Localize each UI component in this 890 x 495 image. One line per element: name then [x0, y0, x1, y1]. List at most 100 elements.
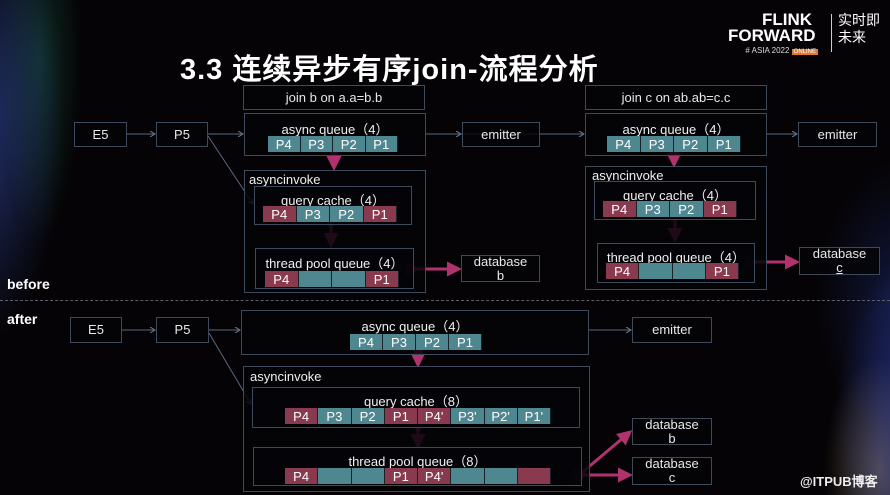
- emitter-label: emitter: [481, 126, 521, 142]
- join-c-header: join c on ab.ab=c.c: [585, 85, 767, 110]
- queue-cell: P4: [268, 136, 301, 152]
- queue-cell: P1: [365, 271, 399, 287]
- queue-cell: P2: [333, 136, 366, 152]
- database-label: database: [645, 416, 699, 432]
- database-name: c: [668, 470, 676, 485]
- database-name: b: [496, 267, 505, 283]
- queue-cell: P3': [451, 408, 485, 424]
- slide-title: 3.3 连续异步有序join-流程分析: [180, 54, 599, 86]
- queue-cell: P2: [351, 408, 385, 424]
- thread-pool-cells: P4 P1: [265, 271, 399, 287]
- database-label: database: [473, 253, 528, 269]
- queue-cell: P1: [707, 136, 741, 152]
- queue-cell: P3: [640, 136, 674, 152]
- queue-cell: [517, 468, 551, 484]
- join-b-header-text: join b on a.a=b.b: [285, 89, 383, 105]
- queue-cell: P4: [265, 271, 299, 287]
- queue-cell: P3: [296, 206, 330, 222]
- before-p5-box: P5: [156, 122, 208, 147]
- queue-cell: [332, 271, 366, 287]
- queue-cell: P1: [384, 468, 418, 484]
- join-b-emitter: emitter: [462, 122, 540, 147]
- queue-cell: [484, 468, 518, 484]
- queue-cell: P4: [350, 334, 383, 350]
- join-c-header-text: join c on ab.ab=c.c: [621, 89, 731, 105]
- queue-cell: P2': [484, 408, 518, 424]
- before-label: before: [7, 276, 50, 292]
- queue-cell: P1: [449, 334, 482, 350]
- queue-cell: [318, 468, 352, 484]
- query-cache-label: query cache（4）: [622, 188, 728, 203]
- queue-cell: P1: [384, 408, 418, 424]
- join-b-header: join b on a.a=b.b: [243, 85, 425, 110]
- queue-cell: [639, 263, 673, 279]
- queue-cell: P1: [363, 206, 397, 222]
- queue-cell: P4: [285, 408, 319, 424]
- queue-cell: P2: [416, 334, 449, 350]
- database-name: b: [668, 430, 676, 446]
- watermark: @ITPUB博客: [800, 474, 878, 489]
- queue-cell: P4: [263, 206, 297, 222]
- flink-forward-logo: FLINK FORWARD # ASIA 2022 ONLINE 实时即 未来: [728, 10, 888, 67]
- emitter-label: emitter: [817, 126, 858, 142]
- after-emitter: emitter: [632, 317, 712, 343]
- thread-pool-cells: P4 P1: [606, 263, 739, 279]
- e5-label: E5: [92, 126, 109, 142]
- join-c-emitter: emitter: [798, 122, 877, 147]
- queue-cell: [298, 271, 332, 287]
- asyncinvoke-label: asyncinvoke: [592, 168, 664, 183]
- thread-pool-label: thread pool queue（4）: [606, 250, 746, 265]
- p5-label: P5: [174, 322, 191, 337]
- logo-cn1: 实时即: [838, 12, 880, 28]
- queue-cell: P3: [636, 201, 670, 217]
- queue-cell: P4: [606, 263, 640, 279]
- queue-cell: P1: [703, 201, 737, 217]
- query-cache-label: query cache（4）: [280, 193, 386, 208]
- before-e5-box: E5: [74, 122, 127, 147]
- queue-cell: P2: [330, 206, 364, 222]
- queue-cell: [351, 468, 385, 484]
- after-p5-box: P5: [156, 317, 209, 343]
- queue-cell: P4: [607, 136, 641, 152]
- queue-cell: P2: [670, 201, 704, 217]
- database-label: database: [812, 246, 867, 261]
- join-c-thread-pool: thread pool queue（4） P4 P1: [597, 243, 755, 283]
- database-name: c: [836, 260, 843, 275]
- query-cache-label: query cache（8）: [363, 394, 469, 409]
- asyncinvoke-label: asyncinvoke: [249, 172, 321, 187]
- logo-cn2: 未来: [838, 29, 866, 45]
- pink-arrow-after-db-b: [570, 430, 633, 484]
- queue-cell: [672, 263, 706, 279]
- asyncinvoke-label: asyncinvoke: [250, 369, 322, 384]
- async-queue-label: async queue（4）: [361, 319, 469, 334]
- queue-cell: [451, 468, 485, 484]
- queue-cell: P1: [365, 136, 398, 152]
- logo-sub: # ASIA 2022: [745, 46, 790, 55]
- p5-label: P5: [174, 126, 190, 142]
- queue-cell: P1': [517, 408, 551, 424]
- section-divider: [0, 300, 890, 301]
- logo-badge: ONLINE: [791, 49, 818, 55]
- database-label: database: [645, 456, 699, 471]
- emitter-label: emitter: [652, 322, 692, 337]
- queue-cell: P1: [705, 263, 739, 279]
- queue-cell: P4: [285, 468, 319, 484]
- queue-cell: P4': [418, 408, 452, 424]
- logo-line2: FORWARD: [728, 26, 816, 45]
- logo-line1: FLINK: [761, 10, 812, 29]
